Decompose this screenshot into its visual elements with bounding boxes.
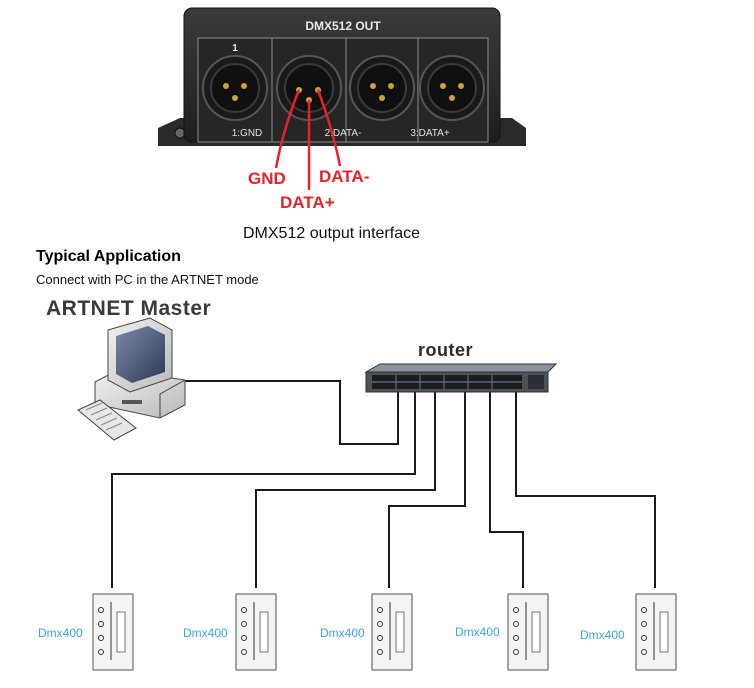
router-device bbox=[364, 363, 558, 393]
panel-port-number: 1 bbox=[232, 43, 238, 54]
dmx512-panel: DMX512 OUT 1 1:GND 2:DATA- 3:DATA+ bbox=[158, 7, 526, 146]
application-title: Typical Application bbox=[36, 248, 181, 265]
pin-callouts bbox=[274, 89, 342, 190]
pc-keyboard bbox=[77, 399, 137, 441]
panel-pin-label-2: 2:DATA- bbox=[325, 128, 362, 139]
device-label-2: Dmx400 bbox=[183, 626, 228, 640]
callout-gnd: GND bbox=[248, 169, 286, 188]
dmx400-unit-4 bbox=[507, 593, 549, 671]
artnet-master-label: ARTNET Master bbox=[46, 297, 212, 320]
panel-pin-label-1: 1:GND bbox=[232, 128, 263, 139]
xlr-connector-3 bbox=[349, 55, 415, 121]
callout-line-gnd bbox=[274, 89, 301, 169]
cable-master-router bbox=[180, 380, 399, 445]
application-description: Connect with PC in the ARTNET mode bbox=[36, 272, 259, 287]
cable-device-1 bbox=[111, 392, 416, 588]
device-label-5: Dmx400 bbox=[580, 628, 625, 642]
panel-title: DMX512 OUT bbox=[305, 19, 381, 33]
device-label-3: Dmx400 bbox=[320, 626, 365, 640]
cable-device-5 bbox=[515, 392, 656, 588]
dmx400-unit-2 bbox=[235, 593, 277, 671]
callout-line-data-minus bbox=[316, 89, 342, 167]
panel-pin-label-3: 3:DATA+ bbox=[410, 128, 450, 139]
xlr-connector-1 bbox=[202, 55, 268, 121]
cable-device-3 bbox=[388, 392, 466, 588]
device-label-1: Dmx400 bbox=[38, 626, 83, 640]
callout-data-plus: DATA+ bbox=[280, 193, 335, 212]
dmx400-devices bbox=[92, 593, 677, 671]
network-cables bbox=[111, 380, 656, 588]
callout-data-minus: DATA- bbox=[319, 167, 370, 186]
device-label-4: Dmx400 bbox=[455, 625, 500, 639]
dmx400-unit-5 bbox=[635, 593, 677, 671]
dmx400-unit-1 bbox=[92, 593, 134, 671]
dmx400-unit-3 bbox=[371, 593, 413, 671]
interface-caption: DMX512 output interface bbox=[243, 225, 420, 242]
pc-illustration bbox=[77, 317, 186, 441]
cable-device-4 bbox=[489, 392, 524, 588]
xlr-connector-4 bbox=[419, 55, 485, 121]
cable-device-2 bbox=[255, 392, 436, 588]
pc-screen bbox=[116, 326, 165, 383]
router-label: router bbox=[418, 340, 474, 360]
